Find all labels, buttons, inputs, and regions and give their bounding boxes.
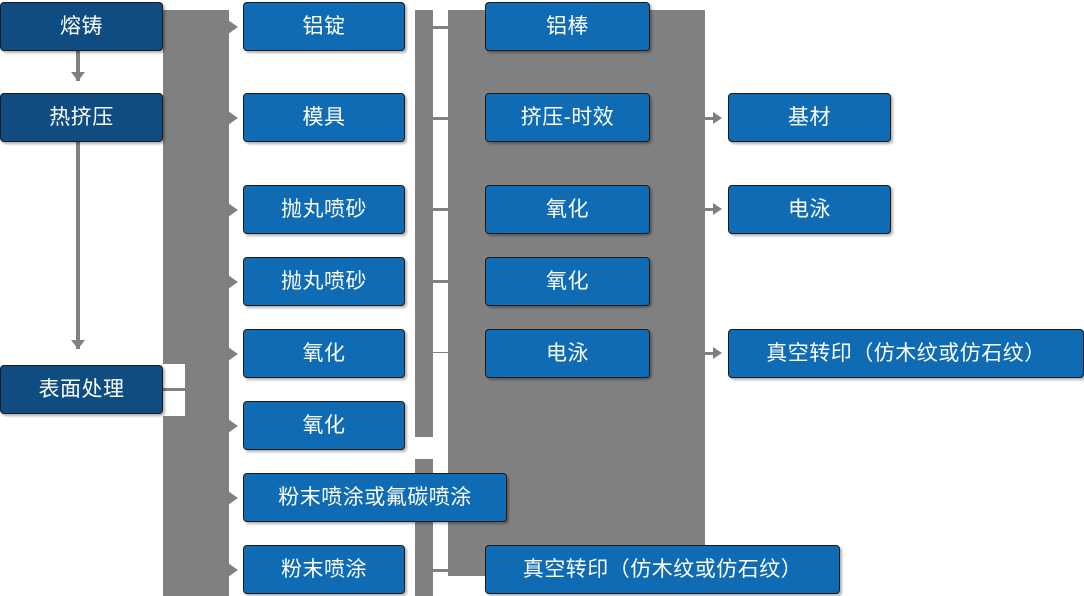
output-label: 电泳 [788,198,831,221]
process-label: 铝锭 [302,15,346,38]
process-label: 氧化 [546,270,589,293]
arrow-to-electrophoresis [713,203,722,215]
stage-label: 表面处理 [38,378,125,401]
tick-row-2 [432,117,448,120]
process-label: 抛丸喷砂 [281,198,367,221]
arrow-to-powder-or-fluorocarbon [228,491,238,505]
arrow-to-oxidation-2 [228,419,238,433]
band-left-top-notch [163,0,229,10]
arrow-to-powder-coating [228,563,238,577]
process-box-oxidation-1[interactable]: 氧化 [243,329,405,378]
connector-surface-to-band [163,388,185,391]
tick-row-6 [432,569,448,572]
process-label: 电泳 [546,342,589,365]
process-label: 模具 [302,106,346,129]
stage-box-melting-casting[interactable]: 熔铸 [0,2,163,51]
channel-gap [433,353,448,468]
process-label: 氧化 [302,342,346,365]
output-label: 真空转印（仿木纹或仿石纹） [766,342,1046,365]
arrow-stem-to-vacuum-transfer [705,352,717,355]
process-label: 铝棒 [546,15,589,38]
process-label: 抛丸喷砂 [281,270,367,293]
arrow-down-melt-to-extrude [71,72,85,81]
arrow-to-ingot [228,20,238,34]
arrow-to-shotblast-1 [228,203,238,217]
arrow-to-substrate [713,112,722,124]
process-label: 粉末喷涂 [281,558,367,581]
output-label: 基材 [788,106,831,129]
process-label: 粉末喷涂或氟碳喷涂 [278,486,472,509]
stage-label: 热挤压 [49,106,114,129]
process-box-aluminum-rod[interactable]: 铝棒 [485,2,650,51]
arrow-down-extrude-to-surface [71,340,85,349]
arrow-to-shotblast-2 [228,275,238,289]
process-box-shot-blasting-1[interactable]: 抛丸喷砂 [243,185,405,234]
process-box-oxidation-3[interactable]: 氧化 [485,185,650,234]
process-box-shot-blasting-2[interactable]: 抛丸喷砂 [243,257,405,306]
tick-row-4 [432,280,448,283]
process-box-powder-coating[interactable]: 粉末喷涂 [243,545,405,594]
output-box-vacuum-transfer[interactable]: 真空转印（仿木纹或仿石纹） [728,329,1084,378]
tick-row-3 [432,208,448,211]
process-box-oxidation-2[interactable]: 氧化 [243,401,405,450]
stage-box-surface-treatment[interactable]: 表面处理 [0,365,163,414]
process-label: 真空转印（仿木纹或仿石纹） [522,558,803,581]
process-label: 氧化 [302,414,346,437]
process-box-oxidation-4[interactable]: 氧化 [485,257,650,306]
process-box-mold[interactable]: 模具 [243,93,405,142]
stage-box-hot-extrusion[interactable]: 热挤压 [0,93,163,142]
arrow-to-mold [228,111,238,125]
output-box-substrate[interactable]: 基材 [728,93,891,142]
output-box-electrophoresis[interactable]: 电泳 [728,185,891,234]
process-box-extrusion-aging[interactable]: 挤压-时效 [485,93,650,142]
connector-stub-melt-to-extrude [76,51,80,81]
arrow-stem-to-electrophoresis [705,208,717,211]
stage-label: 熔铸 [60,15,103,38]
arrow-stem-to-substrate [705,117,717,120]
process-box-vacuum-transfer-1[interactable]: 真空转印（仿木纹或仿石纹） [485,545,840,594]
connector-stub-extrude-to-surface [76,142,80,349]
arrow-to-oxidation-1 [228,347,238,361]
tick-row-1 [432,26,448,29]
arrow-to-vacuum-transfer [713,347,722,359]
process-label: 挤压-时效 [520,106,615,129]
process-label: 氧化 [546,198,589,221]
process-box-electrophoresis-1[interactable]: 电泳 [485,329,650,378]
process-box-aluminum-ingot[interactable]: 铝锭 [243,2,405,51]
process-box-powder-or-fluorocarbon-coating[interactable]: 粉末喷涂或氟碳喷涂 [243,473,507,522]
connector-band-left [163,10,229,596]
bar-thin-gap [415,437,433,459]
